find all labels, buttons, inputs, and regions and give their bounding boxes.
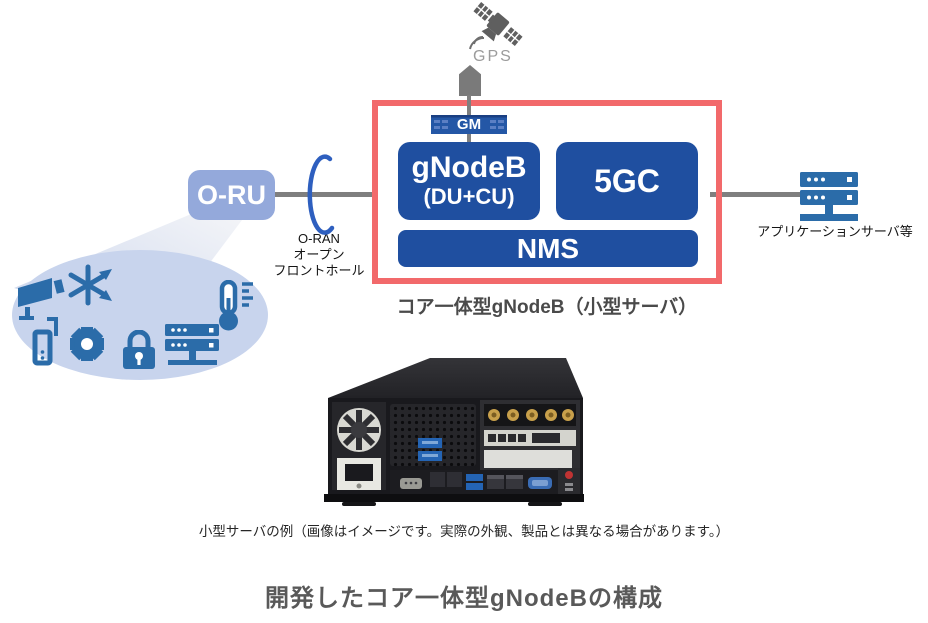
cctv-camera-icon [18,278,65,320]
gm-label: GM [456,116,482,133]
signal-hub-icon [68,264,112,306]
gnodeb-box: gNodeB (DU+CU) [398,142,540,220]
photo-caption: 小型サーバの例（画像はイメージです。実際の外観、製品とは異なる場合があります。） [198,524,730,539]
app-server-label: アプリケーションサーバ等 [757,224,913,239]
padlock-icon [123,330,155,369]
fronthaul-label-line2: オープン [293,247,345,262]
iot-device-icon [32,317,58,366]
app-server-icon [800,172,858,221]
satellite-icon [469,2,523,50]
gps-label: GPS [473,48,513,65]
core-unit-frame [372,100,722,284]
server-photo [324,358,584,506]
oru-box: O-RU [188,170,275,220]
app-server-link-line [710,192,802,197]
fivegc-box: 5GC [556,142,698,220]
fronthaul-label-line3: フロントホール [273,263,365,278]
gear-icon [70,327,104,361]
fronthaul-link-line [275,192,372,197]
gnodeb-sublabel: (DU+CU) [423,184,515,209]
fronthaul-loop-icon [307,154,335,235]
server-rack-icon [165,324,219,365]
fronthaul-label-line1: O-RAN [298,231,340,246]
antenna-icon [459,65,481,96]
thermometer-icon [219,280,253,331]
nms-label: NMS [516,232,580,264]
nms-box: NMS [398,230,698,267]
figure-title: 開発したコア一体型gNodeBの構成 [265,585,663,612]
oru-label: O-RU [197,179,266,210]
gm-server-icon: GM [431,115,507,134]
gnodeb-label: gNodeB [411,151,527,184]
fronthaul-label: O-RAN オープン フロントホール [263,231,375,279]
fivegc-label: 5GC [594,162,660,199]
core-unit-caption: コア一体型gNodeB（小型サーバ） [396,297,698,318]
